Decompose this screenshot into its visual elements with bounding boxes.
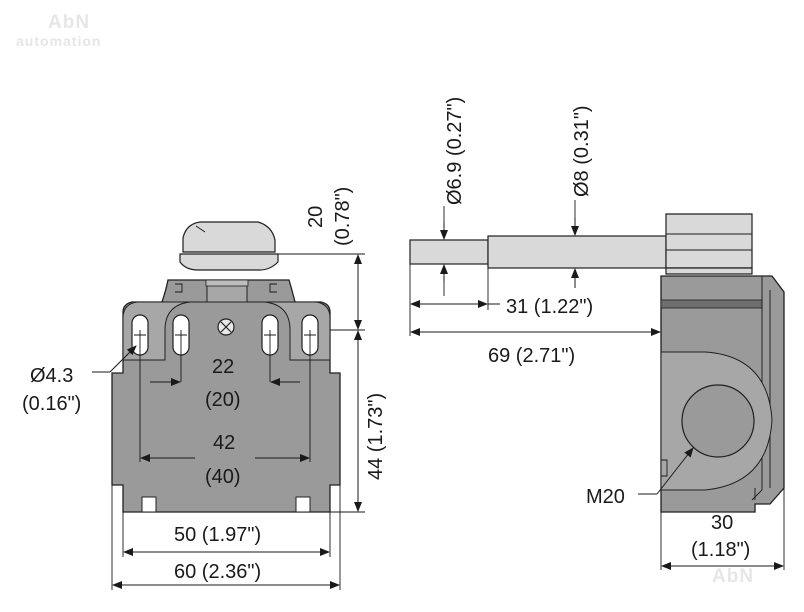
dim-rod-large-diameter: Ø8 (0.31") <box>571 105 593 197</box>
dim-rod-small-diameter: Ø6.9 (0.27") <box>444 97 466 205</box>
bottom-notch-left <box>141 496 157 513</box>
dim-hole-diameter: Ø4.3 <box>30 365 73 387</box>
dim-height: 44 (1.73") <box>365 393 387 480</box>
dim-width-mounting: 50 (1.97") <box>174 524 261 546</box>
dim-outer-pitch-alt: (40) <box>205 466 241 488</box>
dim-width-outer: 60 (2.36") <box>174 561 261 583</box>
dim-inner-pitch: 22 <box>212 356 234 378</box>
screw-head-icon <box>217 318 235 336</box>
watermark-brand: AbN <box>48 12 90 33</box>
conduit-entry <box>681 384 755 458</box>
dim-outer-pitch: 42 <box>213 432 235 454</box>
side-dimensions: Ø6.9 (0.27") Ø8 (0.31") 31 (1.22") 69 (2… <box>409 97 785 570</box>
dim-depth-in: (1.18") <box>691 539 750 561</box>
dim-rod-total-length: 69 (2.71") <box>488 345 575 367</box>
front-housing <box>111 279 341 513</box>
plunger-collar <box>179 253 279 271</box>
watermark-sub: automation <box>16 33 101 49</box>
dim-plunger-height-in: (0.78") <box>332 187 354 246</box>
plunger-head <box>182 221 276 253</box>
side-view <box>409 213 785 513</box>
dim-depth: 30 <box>711 512 733 534</box>
side-head <box>665 213 753 269</box>
dim-conduit-thread: M20 <box>586 486 625 508</box>
front-dimensions: 22 (20) 42 (40) Ø4.3 (0.16") 50 (1.97") … <box>22 187 387 590</box>
bottom-notch-right <box>295 496 311 513</box>
watermark-brand-bottom: AbN <box>712 566 754 587</box>
rod-large <box>487 235 667 269</box>
front-view <box>111 221 341 513</box>
dim-plunger-height: 20 <box>305 206 327 228</box>
dim-hole-diameter-in: (0.16") <box>22 393 81 415</box>
dim-rod-step-length: 31 (1.22") <box>506 296 593 318</box>
dim-inner-pitch-alt: (20) <box>205 389 241 411</box>
rod-small <box>409 239 489 265</box>
